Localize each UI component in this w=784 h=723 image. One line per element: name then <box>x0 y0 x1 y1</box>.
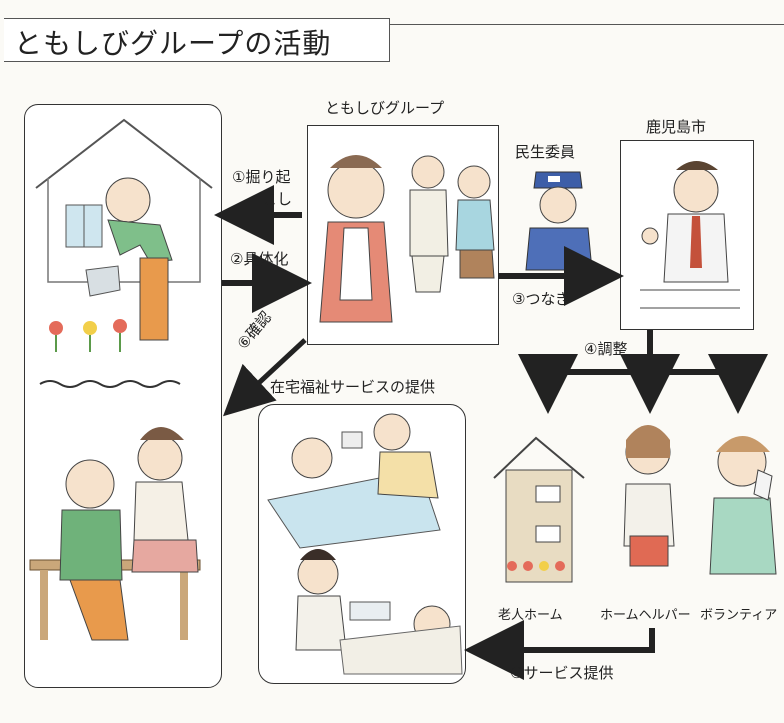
house-icon <box>35 118 213 283</box>
elderly-home-icon <box>493 436 585 583</box>
step-1-label-line1: ①掘り起 <box>232 168 291 186</box>
minsei-label: 民生委員 <box>515 143 576 161</box>
flowers-icon <box>49 319 127 352</box>
title-box: ともしびグループの活動 <box>4 18 390 62</box>
step-5-label: ⑤サービス提供 <box>510 664 614 682</box>
page-title: ともしびグループの活動 <box>14 27 332 60</box>
step-1-label-line2: こし <box>262 190 293 208</box>
home-helper-icon <box>623 425 675 567</box>
elderly-man-watering-icon <box>85 177 173 341</box>
city-label: 鹿児島市 <box>646 118 707 136</box>
group-label: ともしびグループ <box>325 99 445 117</box>
city-official-icon <box>640 161 740 309</box>
title-rule <box>389 24 784 25</box>
meal-care-scene-icon <box>295 549 463 675</box>
home-service-label: 在宅福祉サービスの提供 <box>270 378 436 396</box>
arrow-6-confirm <box>223 338 307 417</box>
wave-divider <box>39 380 181 388</box>
bathing-scene-icon <box>267 413 441 549</box>
elderly-home-label: 老人ホーム <box>498 608 563 623</box>
home-helper-label: ホームヘルパー <box>600 608 691 623</box>
step-2-label: ②具体化 <box>230 250 289 268</box>
arrow-4-coordinate <box>518 330 768 414</box>
arrow-5-service <box>464 620 655 680</box>
group-members-icon <box>319 155 495 323</box>
elderly-couple-on-bench-icon <box>29 427 201 641</box>
step-4-label: ④調整 <box>584 340 628 358</box>
volunteer-on-phone-icon <box>709 436 777 575</box>
minsei-member-icon <box>525 171 593 271</box>
step-3-label: ③つなぎ <box>512 290 571 308</box>
volunteer-label: ボランティア <box>700 608 778 623</box>
